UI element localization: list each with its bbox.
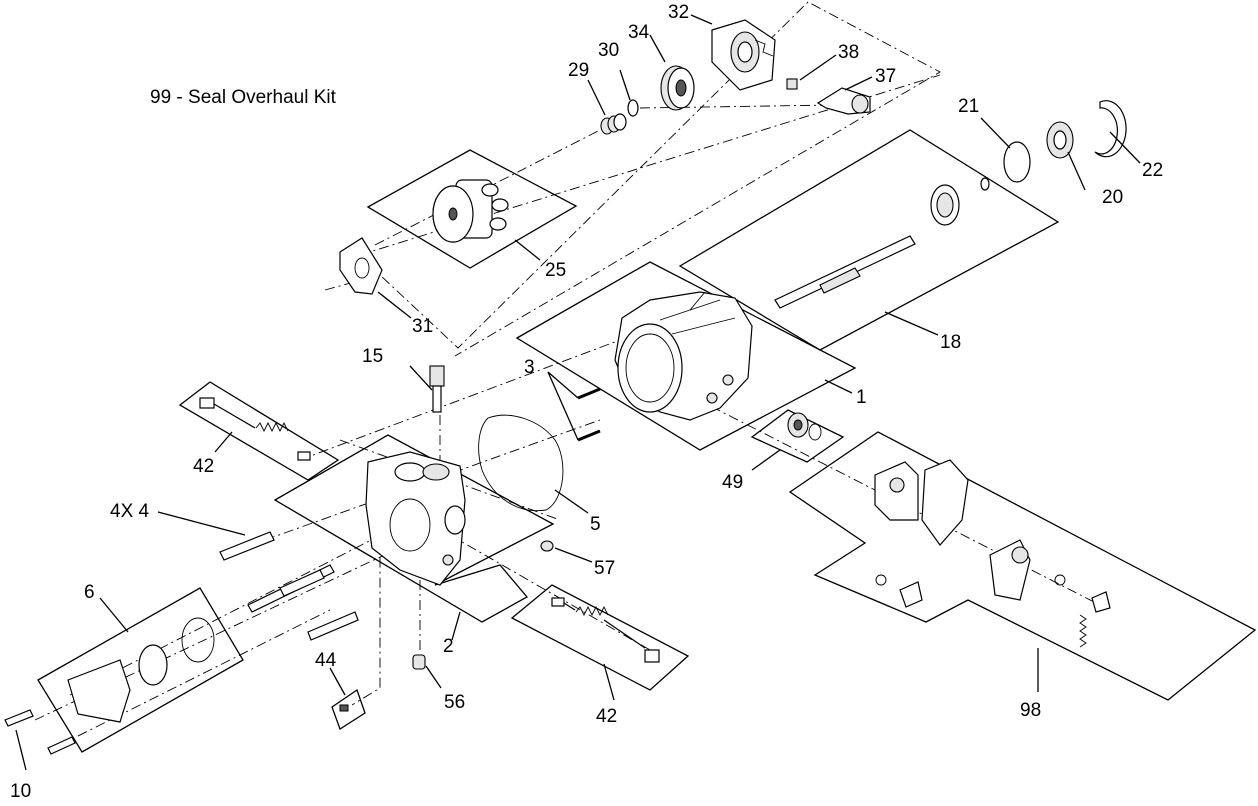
group-box-6 <box>37 587 244 753</box>
part-10-screws <box>4 709 76 755</box>
callout-6: 6 <box>84 582 95 603</box>
callout-29: 29 <box>568 60 589 81</box>
part-31-valve-plate <box>339 237 383 295</box>
part-20-bearing <box>1046 121 1074 159</box>
part-98-control-linkage <box>874 459 1111 648</box>
part-5-gasket <box>478 414 564 512</box>
leader-lines <box>15 14 1141 771</box>
part-1-housing <box>614 291 753 421</box>
callout-98: 98 <box>1020 700 1041 721</box>
part-21-ring <box>1003 141 1031 183</box>
callout-22: 22 <box>1142 160 1163 181</box>
group-box-42-upper <box>178 381 340 481</box>
callout-32: 32 <box>668 2 689 23</box>
callout-20: 20 <box>1102 187 1123 208</box>
callout-42-upper: 42 <box>193 456 214 477</box>
callout-5: 5 <box>590 514 601 535</box>
callout-4x4: 4X 4 <box>110 501 150 522</box>
callout-15: 15 <box>362 346 383 367</box>
part-32-cover <box>711 19 776 91</box>
callout-38: 38 <box>838 42 859 63</box>
group-box-18 <box>678 129 1060 351</box>
part-38-block <box>786 78 798 90</box>
group-box-42-lower <box>510 584 690 691</box>
callout-2: 2 <box>443 636 454 657</box>
part-56-plug <box>412 654 426 670</box>
callout-42-lower: 42 <box>596 706 617 727</box>
part-22-snap-ring <box>1094 100 1127 158</box>
parts <box>4 19 1127 755</box>
callout-1: 1 <box>856 387 867 408</box>
part-30-o-ring <box>627 99 639 117</box>
part-4-bolts <box>219 531 359 641</box>
part-15-fitting <box>429 365 445 413</box>
callout-34: 34 <box>628 22 650 43</box>
group-box-98 <box>788 431 1257 701</box>
part-42-valve-lower <box>551 597 660 663</box>
part-2-end-cap <box>365 451 466 586</box>
callout-31: 31 <box>412 316 433 337</box>
diagram-title: 99 - Seal Overhaul Kit <box>150 87 337 108</box>
part-44-screen <box>339 704 349 712</box>
assembly-centerlines <box>34 1 1101 746</box>
callout-10: 10 <box>10 781 31 802</box>
part-37-lever <box>816 87 871 115</box>
part-6-cover-assembly <box>67 617 215 723</box>
group-box-2 <box>273 434 555 623</box>
group-box-49 <box>750 409 845 463</box>
callout-49: 49 <box>722 472 743 493</box>
part-3-pin-lower <box>577 429 601 442</box>
callout-57: 57 <box>594 558 615 579</box>
callout-25: 25 <box>545 260 566 281</box>
callout-37: 37 <box>875 66 896 87</box>
part-49-seal <box>787 412 822 441</box>
part-25-rotating-group <box>432 179 509 243</box>
callout-labels: 32 34 30 29 38 37 21 22 20 25 31 18 15 3… <box>10 2 1163 802</box>
part-42-valve-upper <box>199 397 311 461</box>
group-box-44 <box>331 688 366 730</box>
callout-18: 18 <box>940 332 961 353</box>
callout-56: 56 <box>444 692 465 713</box>
part-18-shaft <box>774 177 990 309</box>
callout-44: 44 <box>315 650 337 671</box>
group-box-25 <box>366 149 578 269</box>
callout-30: 30 <box>598 40 619 61</box>
part-29-spring <box>600 113 627 135</box>
callout-21: 21 <box>958 96 979 117</box>
callout-3: 3 <box>524 357 535 378</box>
part-34-seal-carrier <box>660 65 695 111</box>
part-57-plug <box>540 540 554 552</box>
group-box-1 <box>515 261 857 451</box>
part-3-pin-upper <box>577 387 601 400</box>
